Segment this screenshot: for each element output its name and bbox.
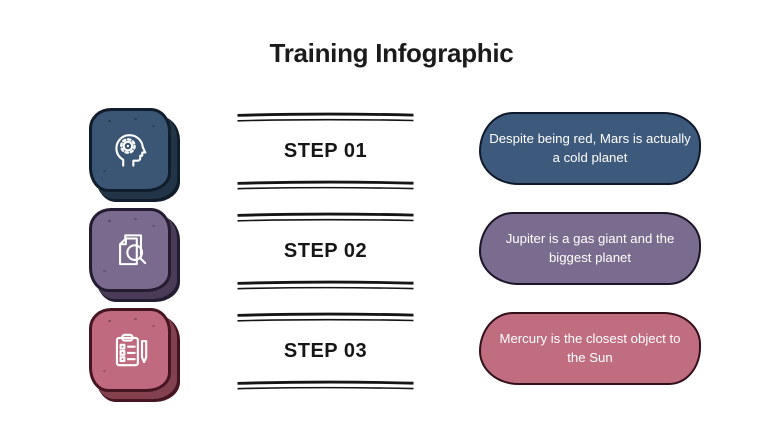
step3-fact-pill: Mercury is the closest object to the Sun xyxy=(479,312,701,385)
step1-fact-pill: Despite being red, Mars is actually a co… xyxy=(479,112,701,185)
step-row-1: STEP 01 Despite being red, Mars is actua… xyxy=(0,105,783,201)
step2-fact-pill: Jupiter is a gas giant and the biggest p… xyxy=(479,212,701,285)
double-line-icon xyxy=(237,212,414,222)
step1-label: STEP 01 xyxy=(283,140,368,162)
step3-icon-button xyxy=(89,308,171,392)
step-row-2: STEP 02 Jupiter is a gas giant and the b… xyxy=(0,205,783,301)
step3-label-block: STEP 03 xyxy=(236,312,415,391)
step2-fact-text: Jupiter is a gas giant and the biggest p… xyxy=(505,230,675,265)
step3-label: STEP 03 xyxy=(283,340,368,362)
clipboard-pen-icon xyxy=(115,333,148,367)
step1-label-block: STEP 01 xyxy=(236,112,415,191)
double-line-icon xyxy=(237,312,414,322)
double-line-icon xyxy=(237,280,414,290)
document-search-icon xyxy=(119,234,147,266)
step2-icon-button xyxy=(89,208,171,292)
double-line-icon xyxy=(237,380,414,390)
step2-label: STEP 02 xyxy=(283,240,368,262)
slide-title: Training Infographic xyxy=(269,38,514,68)
step1-icon-button xyxy=(89,108,171,192)
step1-fact-text: Despite being red, Mars is actually a co… xyxy=(489,130,691,165)
step2-label-block: STEP 02 xyxy=(236,212,415,291)
step3-fact-text: Mercury is the closest object to the Sun xyxy=(499,330,681,365)
step-row-3: STEP 03 Mercury is the closest object to… xyxy=(0,305,783,401)
head-gear-icon xyxy=(115,134,147,167)
double-line-icon xyxy=(237,112,414,122)
double-line-icon xyxy=(237,180,414,190)
